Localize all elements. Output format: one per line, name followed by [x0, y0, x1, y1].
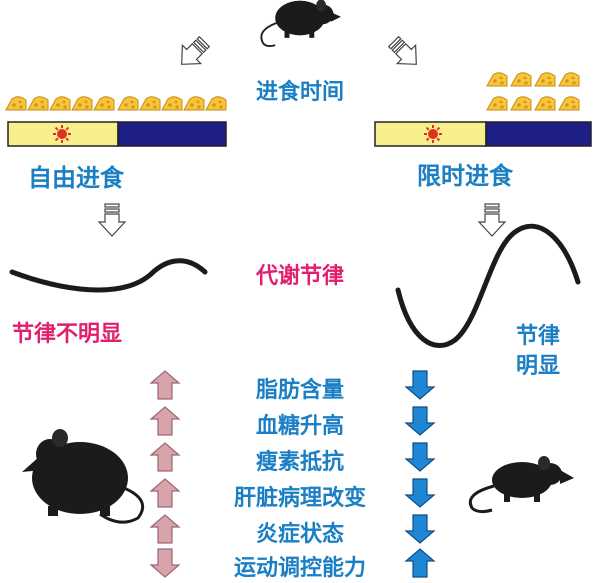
outcome-liver-pathology: 肝脏病理改变	[233, 486, 367, 511]
outcome-motor-control: 运动调控能力	[233, 556, 367, 581]
restricted-feeding-down-arrow-icon	[404, 514, 436, 544]
arrow-to-restricted-feeding	[383, 31, 427, 75]
restricted-feeding-down-arrow-icon	[404, 478, 436, 508]
free-feeding-down-arrow-icon	[149, 548, 181, 578]
free-feeding-food-icons	[5, 96, 227, 111]
restricted-feeding-label: 限时进食	[417, 162, 513, 190]
outcome-leptin-resistance: 瘦素抵抗	[255, 450, 345, 475]
free-feeding-up-arrow-icon	[149, 406, 181, 436]
restricted-feeding-down-arrow-icon	[404, 406, 436, 436]
arrow-free-to-rhythm	[98, 203, 126, 237]
strong-rhythm-label-line1: 节律	[516, 324, 561, 349]
restricted-feeding-food-icons	[486, 72, 580, 111]
strong-rhythm-label-line2: 明显	[516, 354, 561, 379]
restricted-feeding-down-arrow-icon	[404, 442, 436, 472]
lean-mouse	[468, 456, 574, 514]
free-feeding-label: 自由进食	[28, 164, 124, 192]
free-feeding-day-night-bar	[7, 121, 227, 147]
metabolic-rhythm-label: 代谢节律	[255, 264, 345, 289]
weak-rhythm-wave	[9, 258, 208, 293]
free-feeding-up-arrow-icon	[149, 478, 181, 508]
outcome-blood-glucose: 血糖升高	[255, 414, 345, 439]
free-feeding-up-arrow-icon	[149, 370, 181, 400]
strong-rhythm-wave	[395, 223, 581, 348]
obese-mouse	[22, 429, 145, 524]
restricted-feeding-day-night-bar	[374, 121, 592, 147]
outcome-fat-content: 脂肪含量	[255, 378, 345, 403]
weak-rhythm-label: 节律不明显	[12, 322, 123, 347]
arrow-restricted-to-rhythm	[478, 203, 506, 237]
free-feeding-up-arrow-icon	[149, 514, 181, 544]
restricted-feeding-down-arrow-icon	[404, 370, 436, 400]
top-mouse	[260, 0, 342, 48]
free-feeding-up-arrow-icon	[149, 442, 181, 472]
arrow-to-free-feeding	[171, 31, 215, 75]
restricted-feeding-up-arrow-icon	[404, 548, 436, 578]
outcome-inflammation: 炎症状态	[255, 522, 345, 547]
feeding-time-title: 进食时间	[255, 80, 345, 105]
